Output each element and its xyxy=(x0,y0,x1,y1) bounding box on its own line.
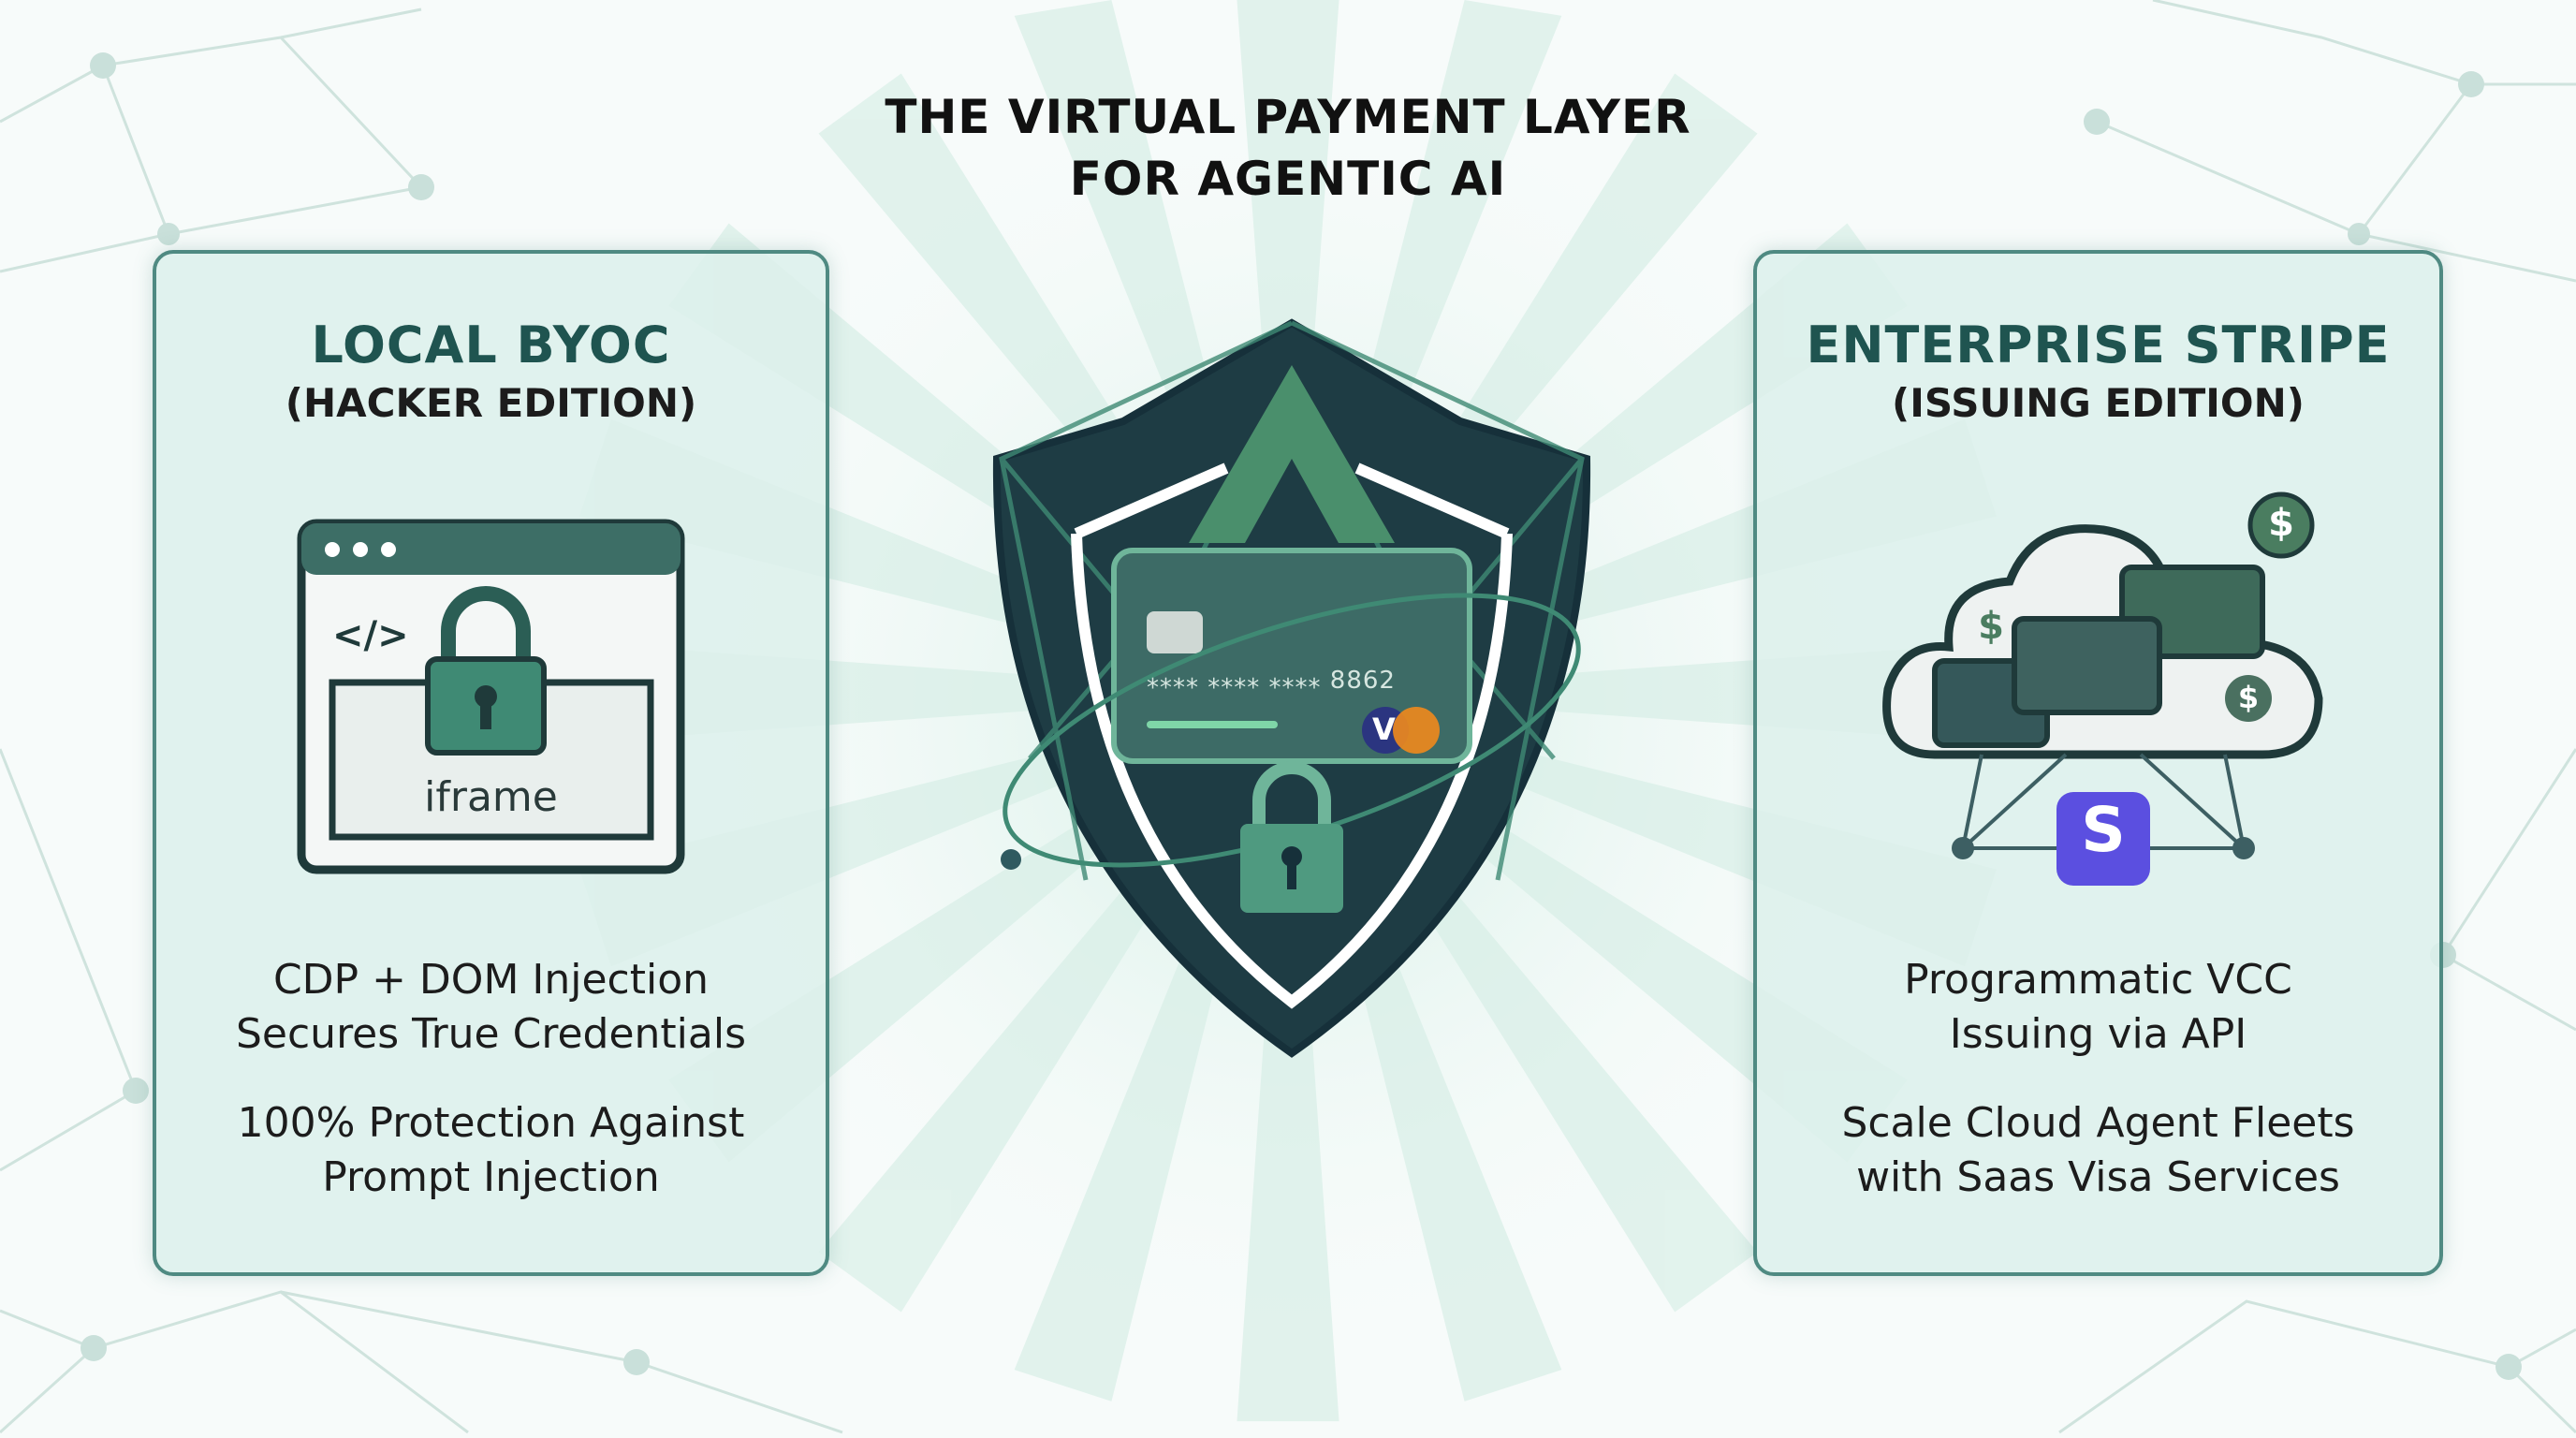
shield-credit-card-lock-icon xyxy=(992,318,1591,1058)
dollar-icon: $ xyxy=(1978,605,2004,648)
stripe-logo: S xyxy=(2081,794,2126,866)
code-icon: </> xyxy=(332,614,409,657)
enterprise-stripe-panel: ENTERPRISE STRIPE (ISSUING EDITION) S $ … xyxy=(1753,250,2443,1276)
local-byoc-panel: LOCAL BYOC (HACKER EDITION) </> iframe C… xyxy=(153,250,829,1276)
feature-line: Issuing via API xyxy=(1949,1010,2247,1058)
card-number: ⁎⁎⁎⁎ ⁎⁎⁎⁎ ⁎⁎⁎⁎ 8862 xyxy=(1147,667,1396,695)
feature-line: Scale Cloud Agent Fleets xyxy=(1841,1099,2355,1147)
feature-line: CDP + DOM Injection xyxy=(272,956,710,1004)
panel-subheading: (HACKER EDITION) xyxy=(285,380,697,426)
feature-line: Secures True Credentials xyxy=(235,1010,746,1058)
light-ray xyxy=(1237,693,1339,1422)
dollar-icon: $ xyxy=(2237,680,2260,715)
cloud-cards-stripe-icon xyxy=(1882,492,2323,886)
card-brand-logo: V xyxy=(1372,712,1396,747)
feature-line: Programmatic VCC xyxy=(1904,956,2292,1004)
feature-line: with Saas Visa Services xyxy=(1856,1153,2340,1201)
browser-window-lock-icon xyxy=(297,519,685,874)
dollar-icon: $ xyxy=(2268,502,2294,545)
panel-heading: ENTERPRISE STRIPE xyxy=(1806,315,2391,374)
panel-subheading: (ISSUING EDITION) xyxy=(1892,380,2305,426)
iframe-label: iframe xyxy=(424,773,558,821)
panel-heading: LOCAL BYOC xyxy=(311,315,671,374)
page-title-line2: FOR AGENTIC AI xyxy=(1069,152,1507,206)
page-title-line1: THE VIRTUAL PAYMENT LAYER xyxy=(885,90,1691,144)
feature-line: Prompt Injection xyxy=(322,1153,660,1201)
feature-line: 100% Protection Against xyxy=(237,1099,745,1147)
